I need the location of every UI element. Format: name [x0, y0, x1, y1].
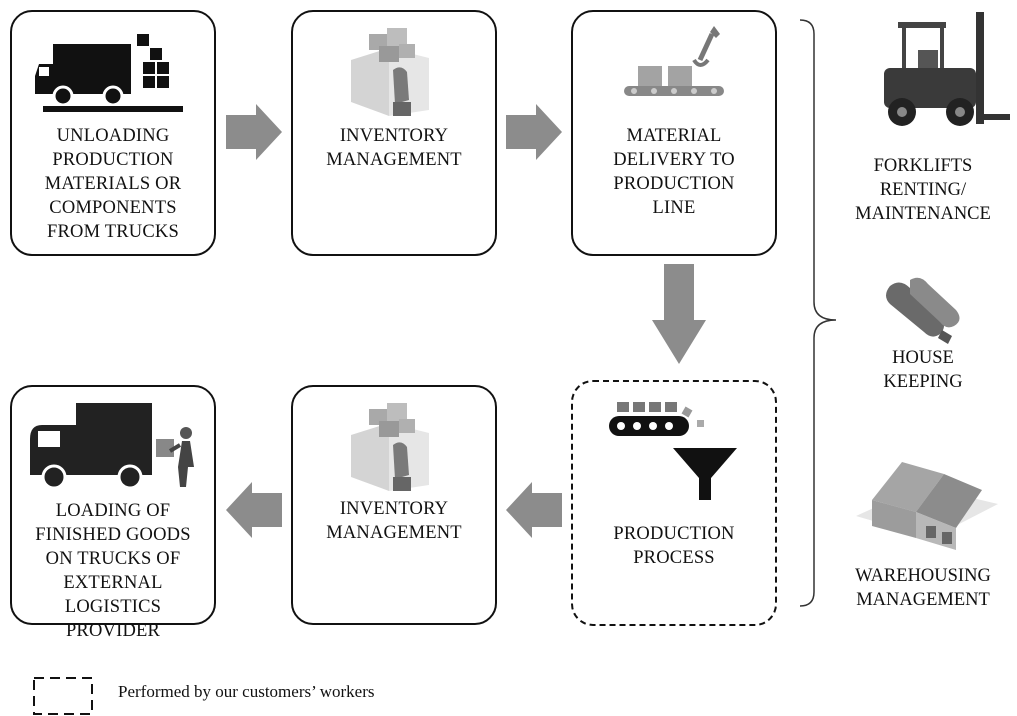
services-bracket [799, 19, 837, 607]
step-label: INVENTORY MANAGEMENT [326, 126, 462, 170]
step-production-process: PRODUCTION PROCESS [571, 380, 777, 626]
warehousing-label: WAREHOUSING MANAGEMENT [855, 566, 991, 610]
step-loading: LOADING OF FINISHED GOODS ON TRUCKS OF E… [10, 385, 216, 641]
truck-loading-worker-icon [30, 403, 194, 490]
step-inventory-bottom: INVENTORY MANAGEMENT [291, 385, 497, 625]
step-unloading: UNLOADING PRODUCTION MATERIALS OR COMPON… [10, 10, 216, 256]
forklift-label: FORKLIFTS RENTING/ MAINTENANCE [855, 156, 991, 224]
gloves-icon [886, 277, 960, 344]
arrow-down [652, 264, 706, 364]
step-label: MATERIAL DELIVERY TO PRODUCTION LINE [613, 126, 735, 218]
conveyor-robot-arm-icon [624, 26, 724, 96]
step-label: INVENTORY MANAGEMENT [326, 499, 462, 543]
step-material-delivery: MATERIAL DELIVERY TO PRODUCTION LINE [571, 10, 777, 256]
conveyor-funnel-icon [609, 402, 737, 500]
step-inventory-top: INVENTORY MANAGEMENT [291, 10, 497, 256]
housekeeping-label: HOUSE KEEPING [883, 348, 963, 392]
arrow-right-1 [226, 104, 282, 160]
step-label: LOADING OF FINISHED GOODS ON TRUCKS OF E… [35, 501, 191, 641]
inventory-hand-boxes-icon [351, 403, 429, 491]
inventory-hand-boxes-icon [351, 28, 429, 116]
step-label: PRODUCTION PROCESS [613, 524, 735, 568]
arrow-left-2 [226, 482, 282, 538]
warehouse-icon [856, 462, 998, 550]
delivery-truck-icon [35, 34, 183, 112]
arrow-left-1 [506, 482, 562, 538]
legend-dashed-box [33, 677, 93, 715]
arrow-right-2 [506, 104, 562, 160]
legend-text: Performed by our customers’ workers [118, 682, 375, 701]
step-label: UNLOADING PRODUCTION MATERIALS OR COMPON… [44, 126, 182, 242]
forklift-icon [884, 12, 1010, 126]
